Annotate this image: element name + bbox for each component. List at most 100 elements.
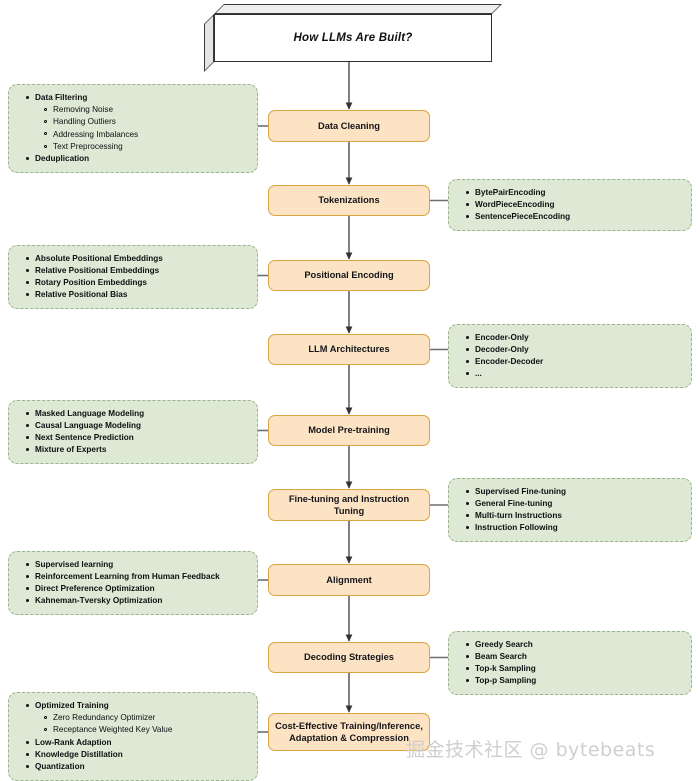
- detail-item: Beam Search: [466, 651, 681, 663]
- detail-item: Greedy Search: [466, 639, 681, 651]
- detail-item-label: Direct Preference Optimization: [35, 584, 155, 594]
- detail-item-label: ...: [475, 369, 482, 379]
- title-box-side-face: [204, 14, 214, 72]
- detail-item-label: Supervised learning: [35, 560, 114, 569]
- detail-item-label: Encoder-Only: [475, 333, 529, 342]
- detail-subitem-label: Addressing Imbalances: [53, 129, 139, 139]
- detail-item-label: Beam Search: [475, 652, 527, 662]
- process-node-label: Positional Encoding: [304, 270, 394, 281]
- detail-item-label: Rotary Position Embeddings: [35, 278, 147, 288]
- detail-item: Instruction Following: [466, 522, 681, 534]
- detail-subitem-label: Removing Noise: [53, 105, 114, 115]
- detail-item: Top-k Sampling: [466, 663, 681, 675]
- detail-item-label: Quantization: [35, 761, 85, 771]
- detail-subitem: Removing Noise: [44, 104, 247, 116]
- detail-item: General Fine-tuning: [466, 498, 681, 510]
- detail-item-label: Relative Positional Embeddings: [35, 266, 160, 276]
- process-node-label: Model Pre-training: [308, 425, 390, 436]
- process-node-label: Fine-tuning and Instruction Tuning: [288, 493, 410, 516]
- detail-item-label: Instruction Following: [475, 523, 558, 533]
- detail-subitem: Handling Outliers: [44, 116, 247, 128]
- detail-item: Low-Rank Adaption: [26, 737, 247, 749]
- detail-item-label: SentencePieceEncoding: [475, 212, 571, 222]
- detail-item: Encoder-Only: [466, 332, 681, 344]
- detail-item: Encoder-Decoder: [466, 356, 681, 368]
- detail-item: Quantization: [26, 761, 247, 773]
- title-box-front-face: How LLMs Are Built?: [214, 14, 492, 62]
- process-node-label: Data Cleaning: [318, 120, 380, 131]
- detail-item-label: Mixture of Experts: [35, 445, 107, 455]
- detail-item: Supervised Fine-tuning: [466, 486, 681, 498]
- process-node-llm-architectures[interactable]: LLM Architectures: [268, 334, 430, 365]
- detail-item-label: Masked Language Modeling: [35, 409, 145, 418]
- detail-item-label: BytePairEncoding: [475, 188, 546, 197]
- detail-item: Reinforcement Learning from Human Feedba…: [26, 571, 247, 583]
- detail-item-label: Absolute Positional Embeddings: [35, 254, 163, 263]
- process-node-alignment[interactable]: Alignment: [268, 564, 430, 596]
- process-node-tokenizations[interactable]: Tokenizations: [268, 185, 430, 216]
- detail-subitem-label: Text Preprocessing: [53, 141, 123, 151]
- detail-subitem: Zero Redundancy Optimizer: [44, 712, 247, 724]
- detail-item-label: WordPieceEncoding: [475, 200, 555, 210]
- detail-item: Absolute Positional Embeddings: [26, 253, 247, 265]
- process-node-model-pre-training[interactable]: Model Pre-training: [268, 415, 430, 446]
- detail-item-label: Supervised Fine-tuning: [475, 487, 566, 496]
- detail-item: Relative Positional Embeddings: [26, 265, 247, 277]
- process-node-label: LLM Architectures: [308, 344, 390, 355]
- diagram-title-box: How LLMs Are Built?: [204, 4, 502, 72]
- detail-item: ...: [466, 368, 681, 380]
- detail-item: BytePairEncoding: [466, 187, 681, 199]
- process-node-label: Alignment: [326, 574, 372, 585]
- detail-item-label: Low-Rank Adaption: [35, 737, 112, 747]
- detail-item: Causal Language Modeling: [26, 420, 247, 432]
- detail-item: Direct Preference Optimization: [26, 583, 247, 595]
- detail-item: Top-p Sampling: [466, 675, 681, 687]
- process-node-positional-encoding[interactable]: Positional Encoding: [268, 260, 430, 291]
- detail-item-label: Next Sentence Prediction: [35, 433, 134, 443]
- detail-item: Supervised learning: [26, 559, 247, 571]
- detail-item: Masked Language Modeling: [26, 408, 247, 420]
- detail-item: Decoder-Only: [466, 344, 681, 356]
- detail-subitem: Receptance Weighted Key Value: [44, 724, 247, 736]
- detail-item: Deduplication: [26, 153, 247, 165]
- detail-item-label: Causal Language Modeling: [35, 421, 141, 431]
- process-node-decoding-strategies[interactable]: Decoding Strategies: [268, 642, 430, 673]
- detail-item-label: Reinforcement Learning from Human Feedba…: [35, 572, 220, 582]
- detail-item-label: Optimized Training: [35, 701, 109, 710]
- detail-subitem: Addressing Imbalances: [44, 129, 247, 141]
- process-node-label: Decoding Strategies: [304, 652, 394, 663]
- detail-subitem-label: Handling Outliers: [53, 117, 116, 127]
- detail-item-label: Greedy Search: [475, 640, 533, 649]
- page-title: How LLMs Are Built?: [293, 32, 413, 44]
- process-node-data-cleaning[interactable]: Data Cleaning: [268, 110, 430, 142]
- detail-item-label: Top-p Sampling: [475, 676, 537, 686]
- detail-item-label: General Fine-tuning: [475, 499, 553, 509]
- detail-item-label: Top-k Sampling: [475, 664, 536, 674]
- process-node-fine-tuning-instruction-tuning[interactable]: Fine-tuning and Instruction Tuning: [268, 489, 430, 521]
- process-node-label: Cost-Effective Training/Inference, Adapt…: [275, 720, 423, 743]
- detail-item: Multi-turn Instructions: [466, 510, 681, 522]
- detail-item-label: Knowledge Distillation: [35, 749, 123, 759]
- detail-item: Rotary Position Embeddings: [26, 277, 247, 289]
- title-box-top-face: [214, 4, 502, 14]
- detail-item-label: Data Filtering: [35, 93, 88, 102]
- detail-item: Knowledge Distillation: [26, 749, 247, 761]
- detail-item: SentencePieceEncoding: [466, 211, 681, 223]
- process-node-cost-effective-training[interactable]: Cost-Effective Training/Inference, Adapt…: [268, 713, 430, 751]
- detail-subitem: Text Preprocessing: [44, 141, 247, 153]
- detail-subitem-label: Receptance Weighted Key Value: [53, 725, 173, 735]
- detail-item-label: Encoder-Decoder: [475, 357, 544, 367]
- detail-item: Relative Positional Bias: [26, 289, 247, 301]
- detail-item-label: Decoder-Only: [475, 345, 529, 355]
- detail-item: Mixture of Experts: [26, 444, 247, 456]
